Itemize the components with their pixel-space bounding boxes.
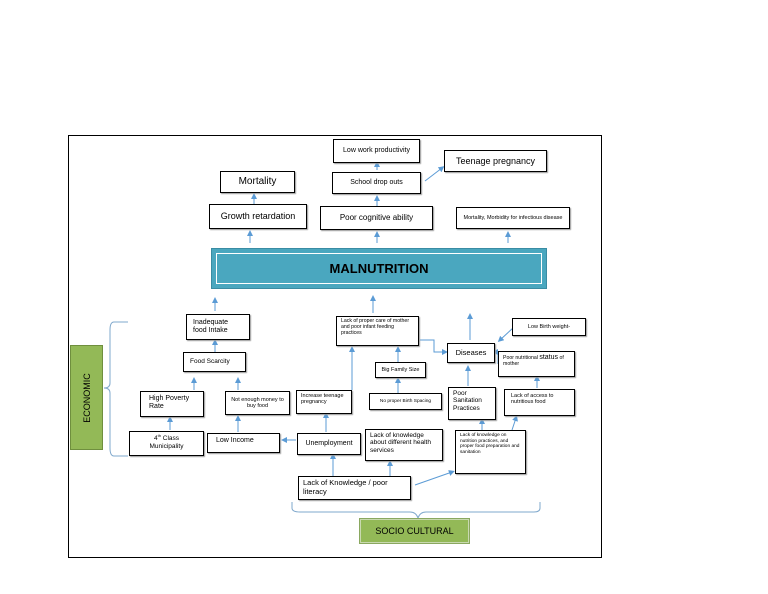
- diagram-frame: [68, 135, 602, 558]
- mortality-box: Mortality: [220, 171, 295, 193]
- poor-cognitive-ability-box: Poor cognitive ability: [320, 206, 433, 230]
- mortality-morbidity-box: Mortality, Morbidity for infectious dise…: [456, 207, 570, 229]
- poor-nutritional-status-box: Poor nutritional status of mother: [498, 351, 575, 377]
- poor-nutritional-label: Poor nutritional: [503, 355, 540, 361]
- lack-of-proper-care-box: Lack of proper care of mother and poor i…: [336, 316, 419, 346]
- lack-of-knowledge-health-services-box: Lack of knowledge about different health…: [365, 429, 443, 461]
- socio-cultural-brace: [291, 502, 541, 520]
- poor-sanitation-practices-box: Poor Sanitation Practices: [448, 387, 496, 420]
- low-birth-weight-box: Low Birth weight-: [512, 318, 586, 336]
- fourth-class-suffix: th: [157, 433, 161, 438]
- unemployment-box: Unemployment: [297, 433, 361, 455]
- food-scarcity-box: Food Scarcity: [183, 352, 246, 372]
- socio-cultural-label-box: SOCIO CULTURAL: [360, 519, 469, 543]
- arrow-lowbirth-to-diseases: [497, 327, 514, 343]
- arrow-dropouts-to-teenage-pregnancy: [424, 166, 445, 182]
- lack-of-access-nutritious-food-box: Lack of access to nutritious food: [504, 389, 575, 416]
- fourth-class-municipality-box: 4th Class Municipality: [129, 431, 204, 456]
- fourth-class-number: 4: [153, 435, 158, 443]
- economic-label: ECONOMIC: [81, 372, 92, 423]
- teenage-pregnancy-box: Teenage pregnancy: [444, 150, 547, 172]
- malnutrition-label: MALNUTRITION: [216, 253, 542, 284]
- no-proper-birth-spacing-box: No proper Birth Spacing: [369, 393, 442, 410]
- economic-brace: [103, 321, 128, 457]
- lack-of-knowledge-poor-literacy-box: Lack of Knowledge / poor literacy: [298, 476, 411, 500]
- arrow-literacy-to-nutrition-knowledge: [414, 470, 455, 486]
- increase-teenage-pregnancy-box: Increase teenage pregnancy: [296, 390, 352, 414]
- low-work-productivity-box: Low work productivity: [333, 139, 420, 163]
- growth-retardation-box: Growth retardation: [209, 204, 307, 229]
- low-income-box: Low Income: [207, 433, 280, 453]
- lack-of-knowledge-nutrition-box: Lack of knowledge on nutrition practices…: [455, 430, 526, 474]
- high-poverty-rate-box: High Poverty Rate: [140, 391, 204, 417]
- fourth-class-label: Class Municipality: [149, 435, 184, 450]
- arrow-knowledge-to-access: [511, 415, 518, 431]
- malnutrition-banner: MALNUTRITION: [211, 248, 547, 289]
- inadequate-food-intake-box: Inadequate food Intake: [186, 314, 250, 340]
- big-family-size-box: Big Family Size: [375, 362, 426, 378]
- not-enough-money-box: Not enough money to buy food: [225, 391, 290, 415]
- status-label: status: [539, 354, 559, 361]
- diseases-box: Diseases: [447, 343, 495, 363]
- economic-label-box: ECONOMIC: [70, 345, 103, 450]
- of-mother-label: of mother: [503, 355, 564, 368]
- school-drop-outs-box: School drop outs: [332, 172, 421, 194]
- arrow-care-to-diseases: [420, 339, 448, 355]
